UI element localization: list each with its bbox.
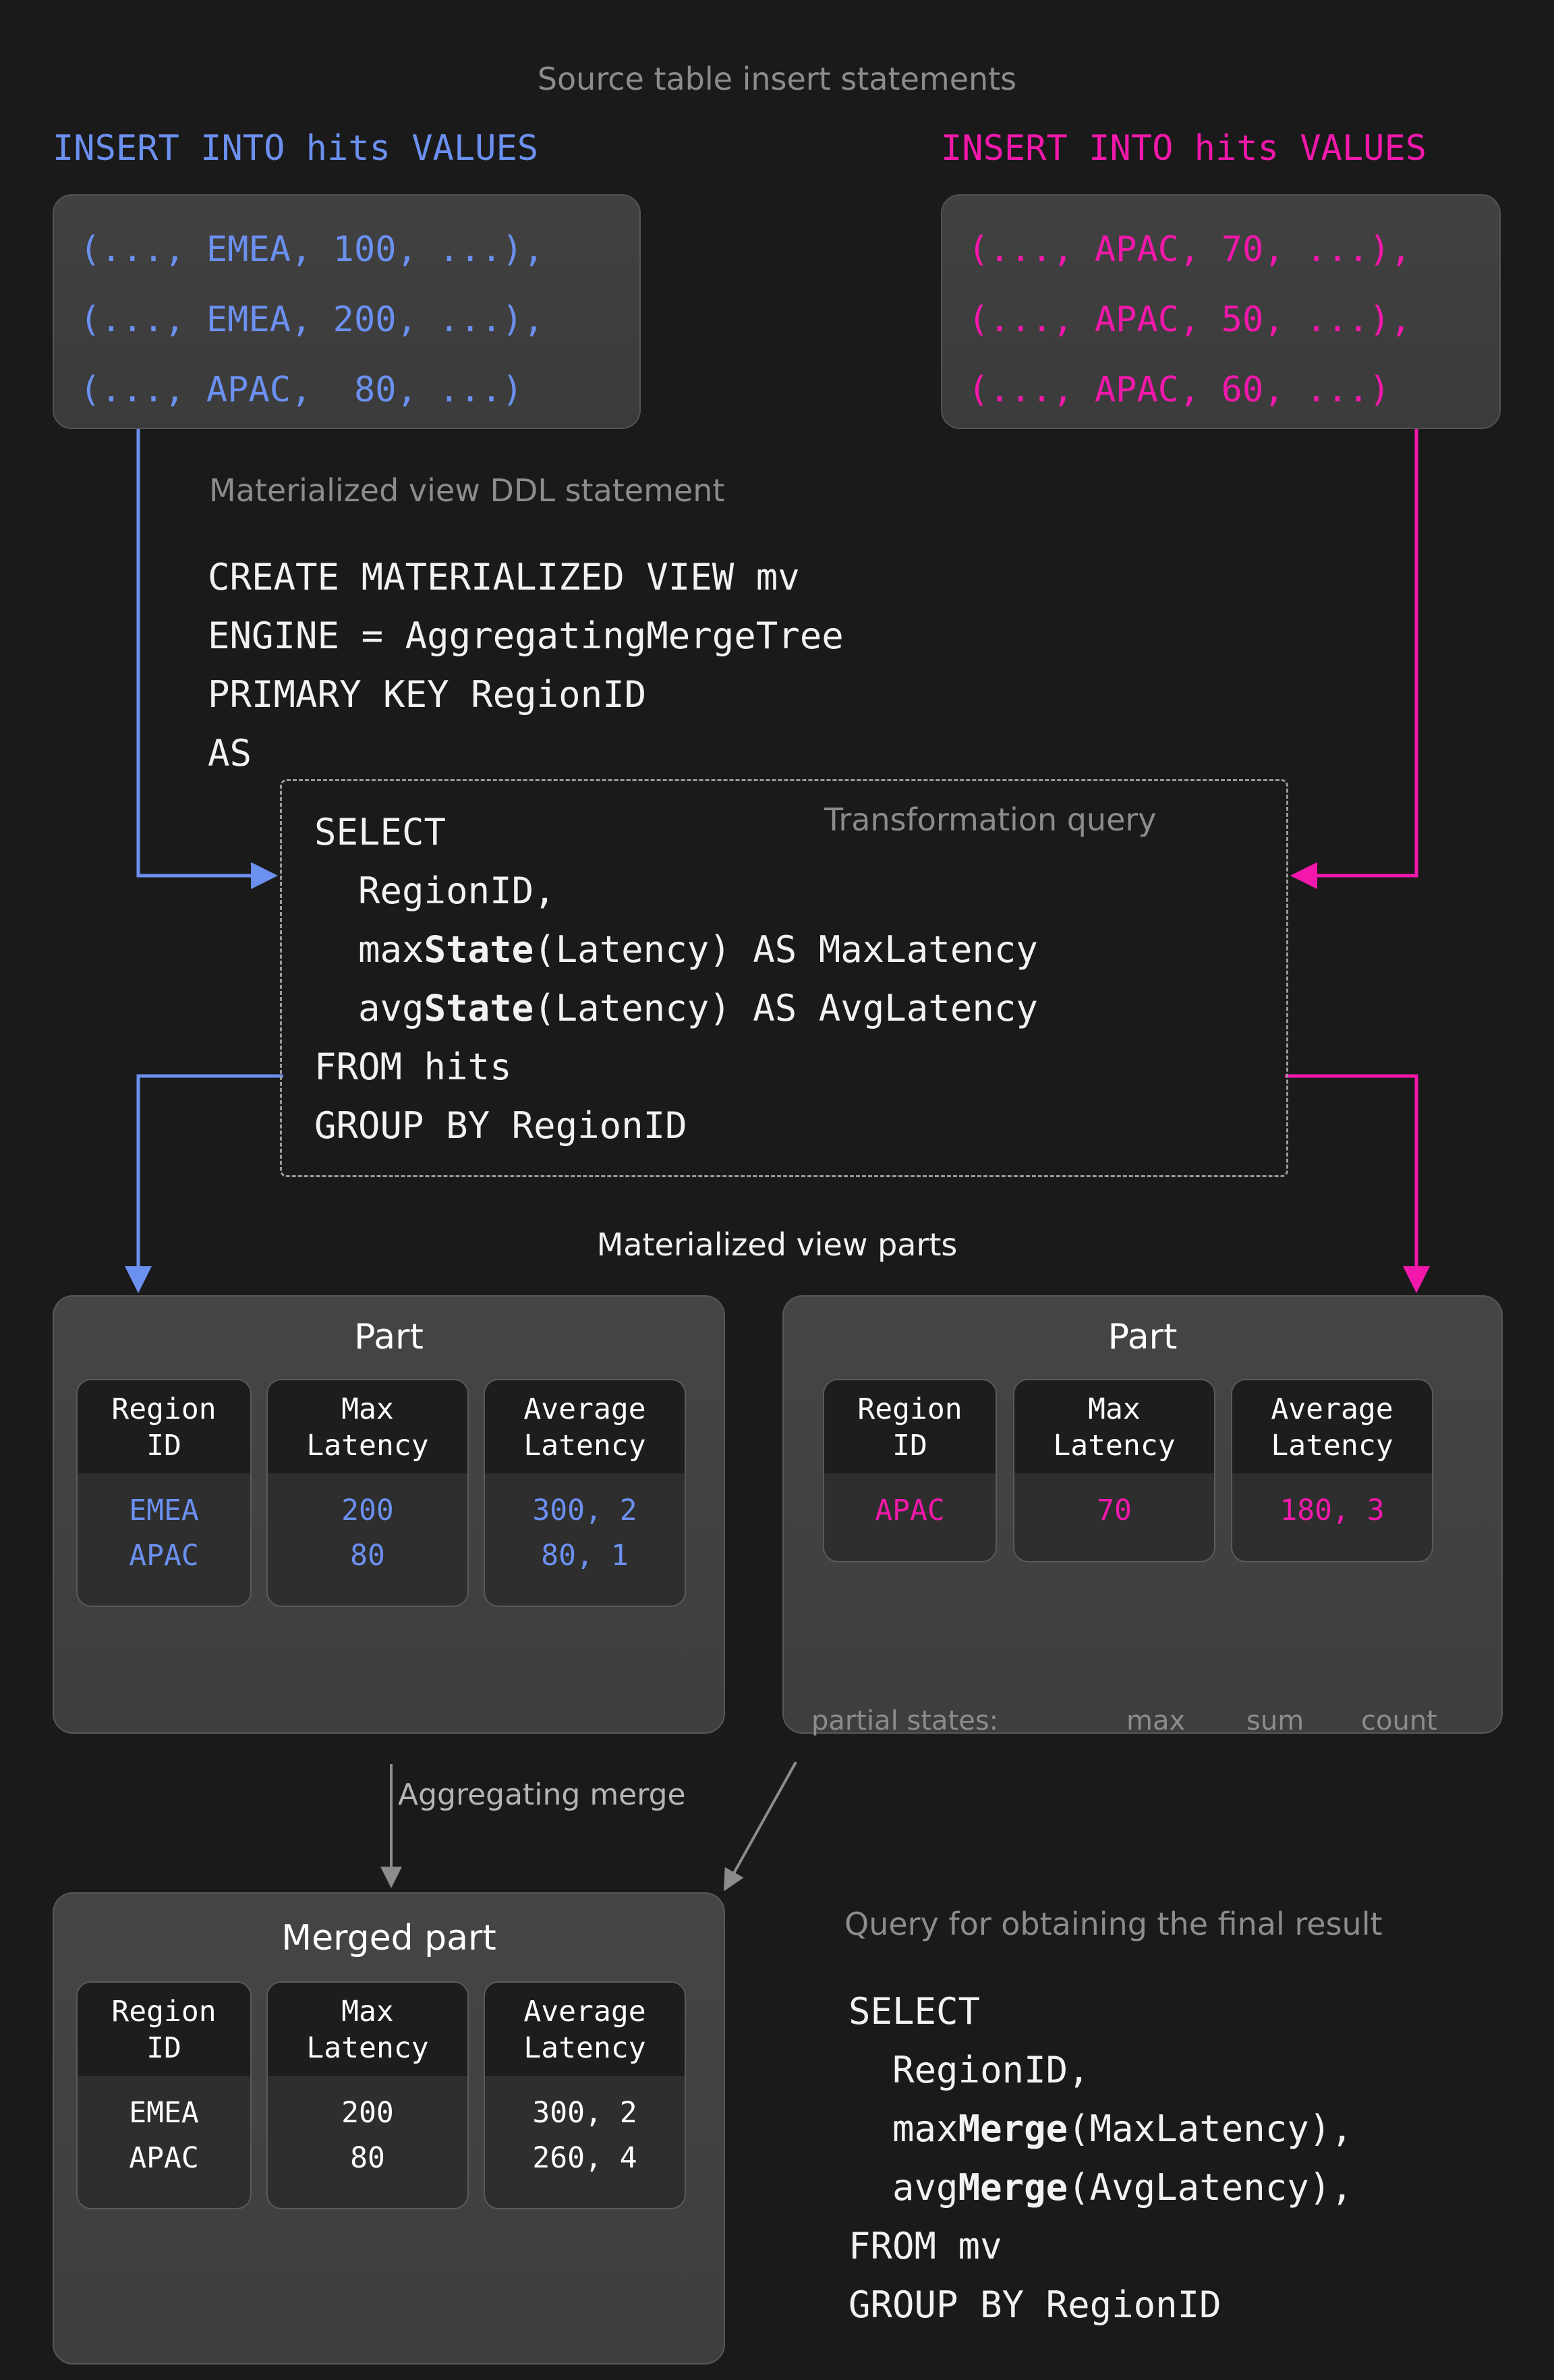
merged-part-cell-avg-apac: 260, 4 (532, 2141, 637, 2175)
aggregating-merge-label: Aggregating merge (398, 1778, 686, 1812)
final-query-line-maxmerge: maxMerge(MaxLatency), (848, 2099, 1353, 2158)
maxstate-prefix: max (314, 928, 424, 971)
maxmerge-keyword: Merge (958, 2107, 1068, 2150)
transformation-query-label: Transformation query (824, 801, 1157, 838)
left-insert-card: (..., EMEA, 100, ...), (..., EMEA, 200, … (53, 194, 641, 429)
mv-ddl-heading: Materialized view DDL statement (209, 472, 725, 509)
left-insert-row-3: (..., APAC, 80, ...) (80, 370, 523, 410)
final-query-line-groupby: GROUP BY RegionID (848, 2284, 1221, 2326)
right-insert-row-1: (..., APAC, 70, ...), (968, 229, 1412, 270)
left-part-cell-max-apac: 80 (350, 1539, 385, 1572)
partial-states-max: max (1126, 1705, 1186, 1736)
right-part-title: Part (1107, 1317, 1178, 1357)
left-part-box: Part Region ID EMEA APAC Max Latency 200… (53, 1295, 725, 1734)
transformation-line-maxstate: maxState(Latency) AS MaxLatency (314, 920, 1038, 979)
left-insert-header: INSERT INTO hits VALUES (53, 128, 539, 169)
partial-states-label: partial states: (811, 1705, 999, 1736)
transformation-line-from: FROM hits (314, 1046, 512, 1088)
merged-part-column-avglatency: Average Latency 300, 2 260, 4 (484, 1981, 686, 2209)
right-insert-row-3: (..., APAC, 60, ...) (968, 370, 1391, 410)
ddl-line-2: ENGINE = AggregatingMergeTree (208, 615, 844, 657)
right-part-box: Part Region ID APAC Max Latency 70 Avera… (782, 1295, 1503, 1734)
merged-part-cell-max-emea: 200 (341, 2096, 394, 2130)
source-inserts-heading: Source table insert statements (537, 61, 1017, 97)
avgmerge-keyword: Merge (958, 2166, 1068, 2209)
left-part-header-maxlatency: Max Latency (268, 1380, 467, 1473)
transformation-line-groupby: GROUP BY RegionID (314, 1104, 687, 1147)
merged-part-cell-max-apac: 80 (350, 2141, 385, 2175)
pink-connector-insert-to-query (1290, 429, 1418, 889)
right-part-cell-avg-apac: 180, 3 (1279, 1494, 1385, 1527)
left-part-title: Part (354, 1317, 424, 1357)
transformation-line-regionid: RegionID, (314, 870, 556, 912)
left-part-cell-regionid-emea: EMEA (129, 1494, 199, 1527)
left-part-column-regionid: Region ID EMEA APAC (76, 1379, 252, 1607)
merged-part-cell-avg-emea: 300, 2 (532, 2096, 637, 2130)
partial-states-count: count (1361, 1705, 1437, 1736)
avgmerge-suffix: (AvgLatency), (1068, 2166, 1353, 2209)
left-part-column-avglatency: Average Latency 300, 2 80, 1 (484, 1379, 686, 1607)
merged-part-title: Merged part (281, 1918, 496, 1958)
right-part-column-regionid: Region ID APAC (823, 1379, 997, 1562)
left-part-header-avglatency: Average Latency (485, 1380, 685, 1473)
left-part-cell-regionid-apac: APAC (129, 1539, 199, 1572)
left-part-column-maxlatency: Max Latency 200 80 (266, 1379, 469, 1607)
final-query-line-regionid: RegionID, (848, 2049, 1090, 2091)
right-part-cell-max-apac: 70 (1097, 1494, 1132, 1527)
merged-part-box: Merged part Region ID EMEA APAC Max Late… (53, 1892, 725, 2364)
maxmerge-suffix: (MaxLatency), (1068, 2107, 1353, 2150)
merged-part-column-maxlatency: Max Latency 200 80 (266, 1981, 469, 2209)
left-part-cell-avg-emea: 300, 2 (532, 1494, 637, 1527)
partial-states-sum: sum (1246, 1705, 1304, 1736)
grey-connector-right-part-to-merged (724, 1761, 797, 1892)
transformation-line-select: SELECT (314, 811, 447, 853)
avgmerge-prefix: avg (848, 2166, 958, 2209)
final-query-line-avgmerge: avgMerge(AvgLatency), (848, 2158, 1353, 2217)
right-insert-row-2: (..., APAC, 50, ...), (968, 300, 1412, 340)
merged-part-header-maxlatency: Max Latency (268, 1983, 467, 2076)
left-insert-row-2: (..., EMEA, 200, ...), (80, 300, 544, 340)
ddl-line-4: AS (208, 732, 252, 774)
right-part-column-maxlatency: Max Latency 70 (1013, 1379, 1215, 1562)
right-part-cell-regionid-apac: APAC (875, 1494, 945, 1527)
left-insert-row-1: (..., EMEA, 100, ...), (80, 229, 544, 270)
right-insert-card: (..., APAC, 70, ...), (..., APAC, 50, ..… (941, 194, 1501, 429)
right-part-header-maxlatency: Max Latency (1014, 1380, 1214, 1473)
right-part-header-regionid: Region ID (824, 1380, 996, 1473)
avgstate-prefix: avg (314, 987, 424, 1029)
transformation-line-avgstate: avgState(Latency) AS AvgLatency (314, 979, 1038, 1038)
final-query-line-from: FROM mv (848, 2225, 1002, 2267)
merged-part-cell-regionid-emea: EMEA (129, 2096, 199, 2130)
maxmerge-prefix: max (848, 2107, 958, 2150)
left-part-cell-max-emea: 200 (341, 1494, 394, 1527)
final-query-heading: Query for obtaining the final result (844, 1906, 1383, 1942)
ddl-line-3: PRIMARY KEY RegionID (208, 673, 647, 716)
maxstate-suffix: (Latency) AS MaxLatency (534, 928, 1038, 971)
right-part-column-avglatency: Average Latency 180, 3 (1231, 1379, 1433, 1562)
right-insert-header: INSERT INTO hits VALUES (941, 128, 1427, 169)
merged-part-cell-regionid-apac: APAC (129, 2141, 199, 2175)
merged-part-header-regionid: Region ID (78, 1983, 250, 2076)
right-part-header-avglatency: Average Latency (1232, 1380, 1432, 1473)
final-query-line-select: SELECT (848, 1990, 981, 2033)
merged-part-column-regionid: Region ID EMEA APAC (76, 1981, 252, 2209)
left-part-cell-avg-apac: 80, 1 (541, 1539, 629, 1572)
merged-part-header-avglatency: Average Latency (485, 1983, 685, 2076)
ddl-line-1: CREATE MATERIALIZED VIEW mv (208, 556, 800, 598)
avgstate-keyword: State (424, 987, 534, 1029)
left-part-header-regionid: Region ID (78, 1380, 250, 1473)
maxstate-keyword: State (424, 928, 534, 971)
avgstate-suffix: (Latency) AS AvgLatency (534, 987, 1038, 1029)
mv-parts-heading: Materialized view parts (596, 1226, 958, 1263)
transformation-query-box (280, 779, 1288, 1177)
